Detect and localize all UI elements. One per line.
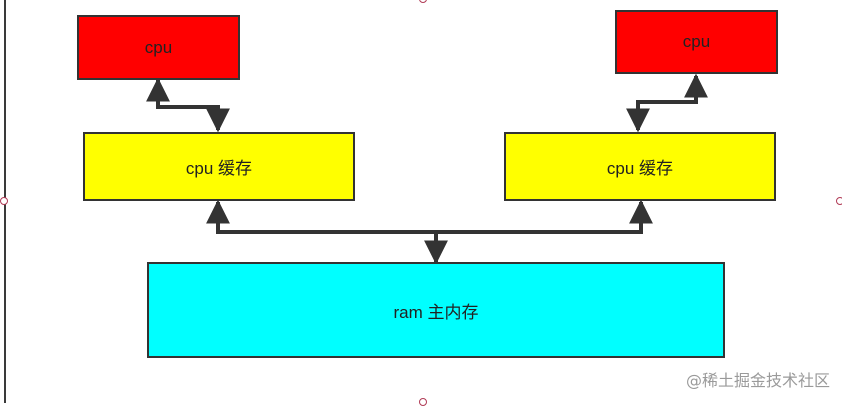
cache-right-label: cpu 缓存 (606, 159, 674, 178)
edge-cache-right-to-ram[interactable] (436, 199, 653, 234)
selection-handle-left[interactable] (0, 197, 8, 205)
cpu-right-box[interactable]: cpu (615, 10, 778, 74)
ram-box[interactable]: ram 主内存 (147, 262, 725, 358)
cache-right-box[interactable]: cpu 缓存 (504, 132, 776, 201)
cache-left-label: cpu 缓存 (185, 159, 253, 178)
edge-cache-left-to-ram[interactable] (206, 199, 436, 234)
selection-handle-right[interactable] (836, 197, 842, 205)
cpu-left-box[interactable]: cpu (77, 15, 240, 80)
edge-cpu-left-to-cache-left[interactable] (146, 77, 230, 133)
cpu-left-label: cpu (144, 37, 173, 57)
edge-cpu-right-to-cache-right[interactable] (626, 73, 708, 133)
ram-label: ram 主内存 (393, 302, 479, 322)
cache-left-box[interactable]: cpu 缓存 (83, 132, 355, 201)
cpu-right-label: cpu (682, 32, 711, 51)
watermark: @稀土掘金技术社区 (685, 371, 830, 390)
